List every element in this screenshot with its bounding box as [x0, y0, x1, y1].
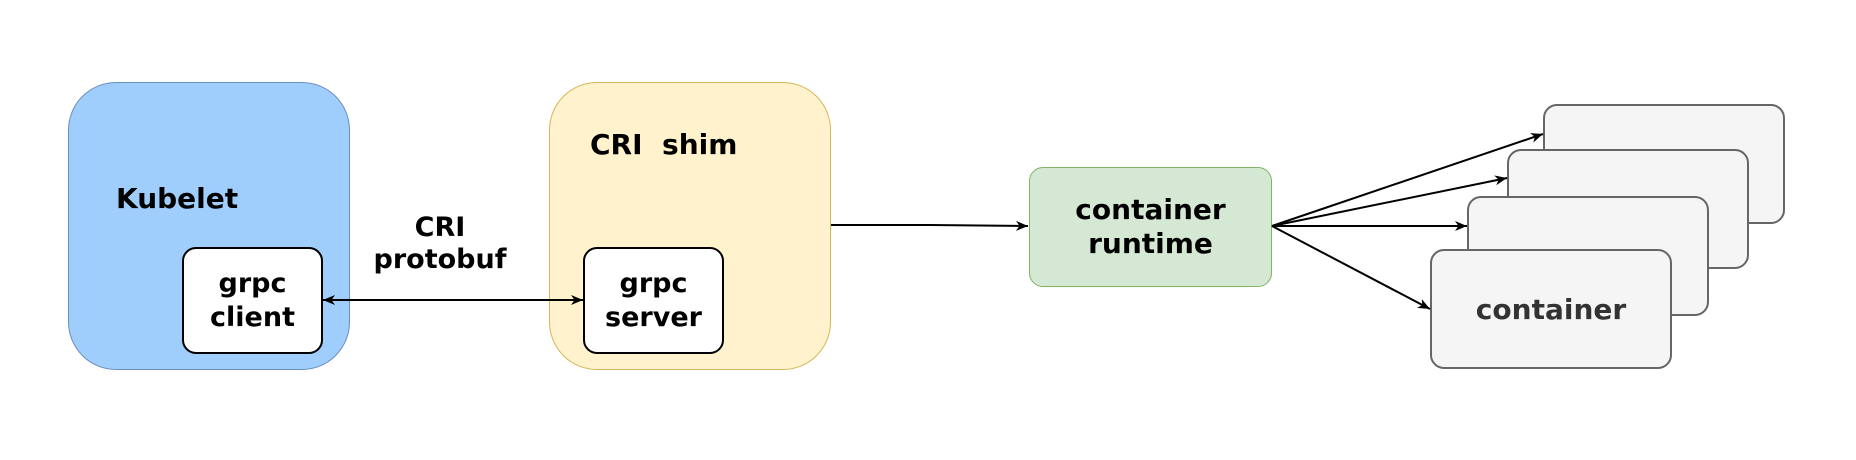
- grpc-server-label: grpc server: [605, 267, 702, 333]
- edge-runtime-container-4: [1271, 225, 1431, 310]
- cri-protobuf-label: CRI protobuf: [373, 212, 507, 276]
- container-label: container: [1475, 292, 1627, 326]
- grpc-client-box: grpc client: [182, 247, 323, 354]
- grpc-client-label: grpc client: [210, 267, 295, 333]
- edge-runtime-container-1: [1271, 133, 1544, 227]
- cri-shim-label: CRI shim: [590, 128, 738, 161]
- kubelet-label: Kubelet: [116, 182, 239, 215]
- container-runtime-label: container runtime: [1075, 192, 1226, 260]
- container-box-front: container: [1430, 249, 1672, 369]
- grpc-server-box: grpc server: [583, 247, 724, 354]
- edge-shim-runtime: [831, 220, 1029, 231]
- container-runtime-box: container runtime: [1029, 167, 1272, 287]
- edge-runtime-container-2: [1271, 175, 1508, 227]
